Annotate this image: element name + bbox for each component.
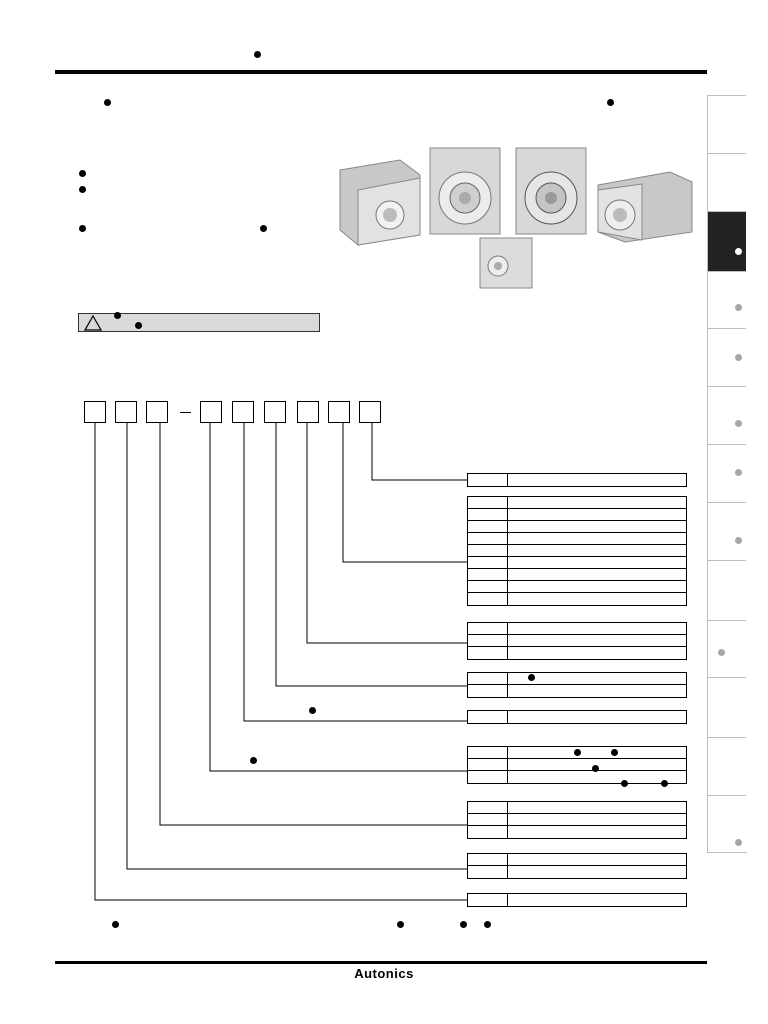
sidebar-tab-13[interactable] [708,795,746,852]
table-row [468,593,686,605]
table-row [468,802,686,814]
sidebar-dot-icon [735,839,742,846]
product-photo [339,147,693,289]
code-box-4 [200,401,222,423]
code-box-3 [146,401,168,423]
table-row [468,509,686,521]
table-row [468,569,686,581]
feature-bullet-1 [79,170,86,177]
code-box-2 [115,401,137,423]
table-row [468,545,686,557]
section-bullet-left [104,99,111,106]
code-table-group-7 [467,801,687,839]
warning-triangle-icon [84,315,102,331]
sidebar-dot-icon [735,420,742,427]
code-table-group-8 [467,853,687,879]
header-rule [55,70,707,74]
header-bullet [254,51,261,58]
table-row [468,711,686,723]
table-bullet-5 [611,749,618,756]
sidebar-dot-icon [735,469,742,476]
note-bullet-4 [484,921,491,928]
table-row [468,557,686,569]
note-bullet-1 [112,921,119,928]
sidebar-dot-icon [735,537,742,544]
brand-logo: Autonics [354,966,414,981]
note-bullet-3 [460,921,467,928]
sidebar-dot-icon [735,354,742,361]
table-row [468,894,686,906]
feature-bullet-4 [260,225,267,232]
note-bullet-2 [397,921,404,928]
table-row [468,814,686,826]
timer-unit-3 [515,147,587,235]
code-table-group-1 [467,473,687,487]
code-box-6 [264,401,286,423]
sidebar-tab-4[interactable] [708,271,746,328]
sidebar-bottom-border [707,852,747,853]
table-row [468,497,686,509]
code-box-1 [84,401,106,423]
sidebar-tab-11[interactable] [708,677,746,737]
sidebar-dot-icon [718,649,725,656]
table-row [468,635,686,647]
timer-unit-5 [479,237,533,289]
section-bullet-right [607,99,614,106]
table-row [468,685,686,697]
table-row [468,759,686,771]
code-table-group-5 [467,710,687,724]
sidebar-tab-10[interactable] [708,620,746,677]
table-row [468,866,686,878]
sidebar-frame [707,95,708,853]
table-row [468,474,686,486]
feature-bullet-2 [79,186,86,193]
code-dash [180,412,191,413]
table-bullet-2 [309,707,316,714]
code-table-group-9 [467,893,687,907]
table-row [468,826,686,838]
sidebar-tab-8[interactable] [708,502,746,560]
table-row [468,673,686,685]
code-box-9 [359,401,381,423]
sidebar-dot-icon [735,248,742,255]
sidebar-tab-3[interactable] [708,211,746,271]
code-table-group-4 [467,672,687,698]
table-bullet-1 [528,674,535,681]
table-row [468,521,686,533]
table-bullet-4 [574,749,581,756]
footer-rule [55,961,707,964]
sidebar-tab-7[interactable] [708,444,746,502]
table-bullet-8 [661,780,668,787]
table-row [468,623,686,635]
sidebar-tab-1[interactable] [708,95,746,153]
sidebar-tab-6[interactable] [708,386,746,444]
table-row [468,533,686,545]
caution-bullet-1 [114,312,121,319]
sidebar-tab-5[interactable] [708,328,746,386]
timer-unit-2 [429,147,501,235]
table-bullet-7 [621,780,628,787]
sidebar-tab-9[interactable] [708,560,746,620]
table-row [468,854,686,866]
code-box-8 [328,401,350,423]
code-table-group-3 [467,622,687,660]
caution-bullet-2 [135,322,142,329]
sidebar-dot-icon [735,304,742,311]
table-row [468,647,686,659]
timer-unit-4 [597,171,693,243]
table-row [468,581,686,593]
code-box-5 [232,401,254,423]
table-row [468,747,686,759]
table-row [468,771,686,783]
code-table-group-2 [467,496,687,606]
timer-unit-1 [339,159,421,246]
table-bullet-3 [250,757,257,764]
feature-bullet-3 [79,225,86,232]
table-bullet-6 [592,765,599,772]
code-box-7 [297,401,319,423]
sidebar-tab-2[interactable] [708,153,746,211]
sidebar-tab-12[interactable] [708,737,746,795]
